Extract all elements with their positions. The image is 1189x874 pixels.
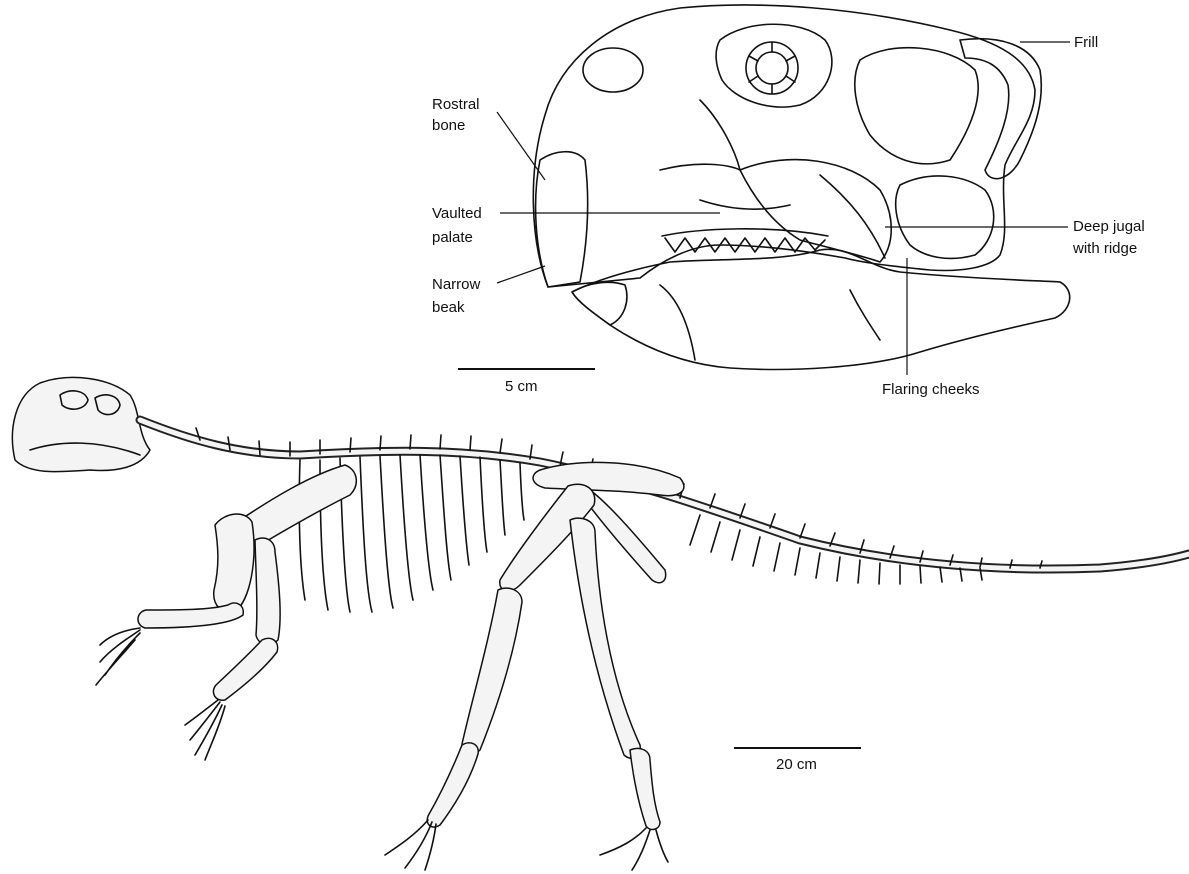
lower-forearm <box>213 638 277 700</box>
scale-label-skull: 5 cm <box>505 378 538 395</box>
metatarsal-left <box>427 743 478 827</box>
humerus <box>214 514 254 613</box>
temporal-opening <box>855 48 978 164</box>
label-cheeks: Flaring cheeks <box>882 381 980 398</box>
radius <box>138 603 243 628</box>
nostril-opening <box>583 48 643 92</box>
leader-beak <box>497 266 545 283</box>
left-foot <box>385 820 436 870</box>
cranium <box>533 5 1035 287</box>
label-rostral-line2: bone <box>432 117 465 134</box>
tibia-left <box>462 588 522 754</box>
jugal-ridge <box>820 175 885 258</box>
cheek-flare <box>896 176 994 258</box>
scapula <box>237 465 356 548</box>
ulna <box>255 538 280 645</box>
label-palate-line1: Vaulted <box>432 205 482 222</box>
label-beak-line2: beak <box>432 299 465 316</box>
lower-jaw <box>572 249 1070 369</box>
frill <box>960 39 1041 179</box>
predentary <box>572 282 627 325</box>
label-beak-line1: Narrow <box>432 276 481 293</box>
scale-label-skeleton: 20 cm <box>776 756 817 773</box>
label-palate-line2: palate <box>432 229 473 246</box>
right-hand <box>185 700 225 760</box>
label-rostral-line1: Rostral <box>432 96 480 113</box>
label-jugal-line2: with ridge <box>1072 240 1137 257</box>
skeleton-illustration <box>12 377 1189 870</box>
upper-tooth-row <box>662 229 828 252</box>
label-frill: Frill <box>1074 34 1098 51</box>
right-foot <box>600 828 668 870</box>
metatarsal-right <box>630 748 660 829</box>
left-hand <box>96 628 140 685</box>
label-jugal-line1: Deep jugal <box>1073 218 1145 235</box>
skull-illustration <box>533 5 1069 369</box>
sclerotic-ring <box>746 42 798 94</box>
ilium <box>533 462 684 495</box>
